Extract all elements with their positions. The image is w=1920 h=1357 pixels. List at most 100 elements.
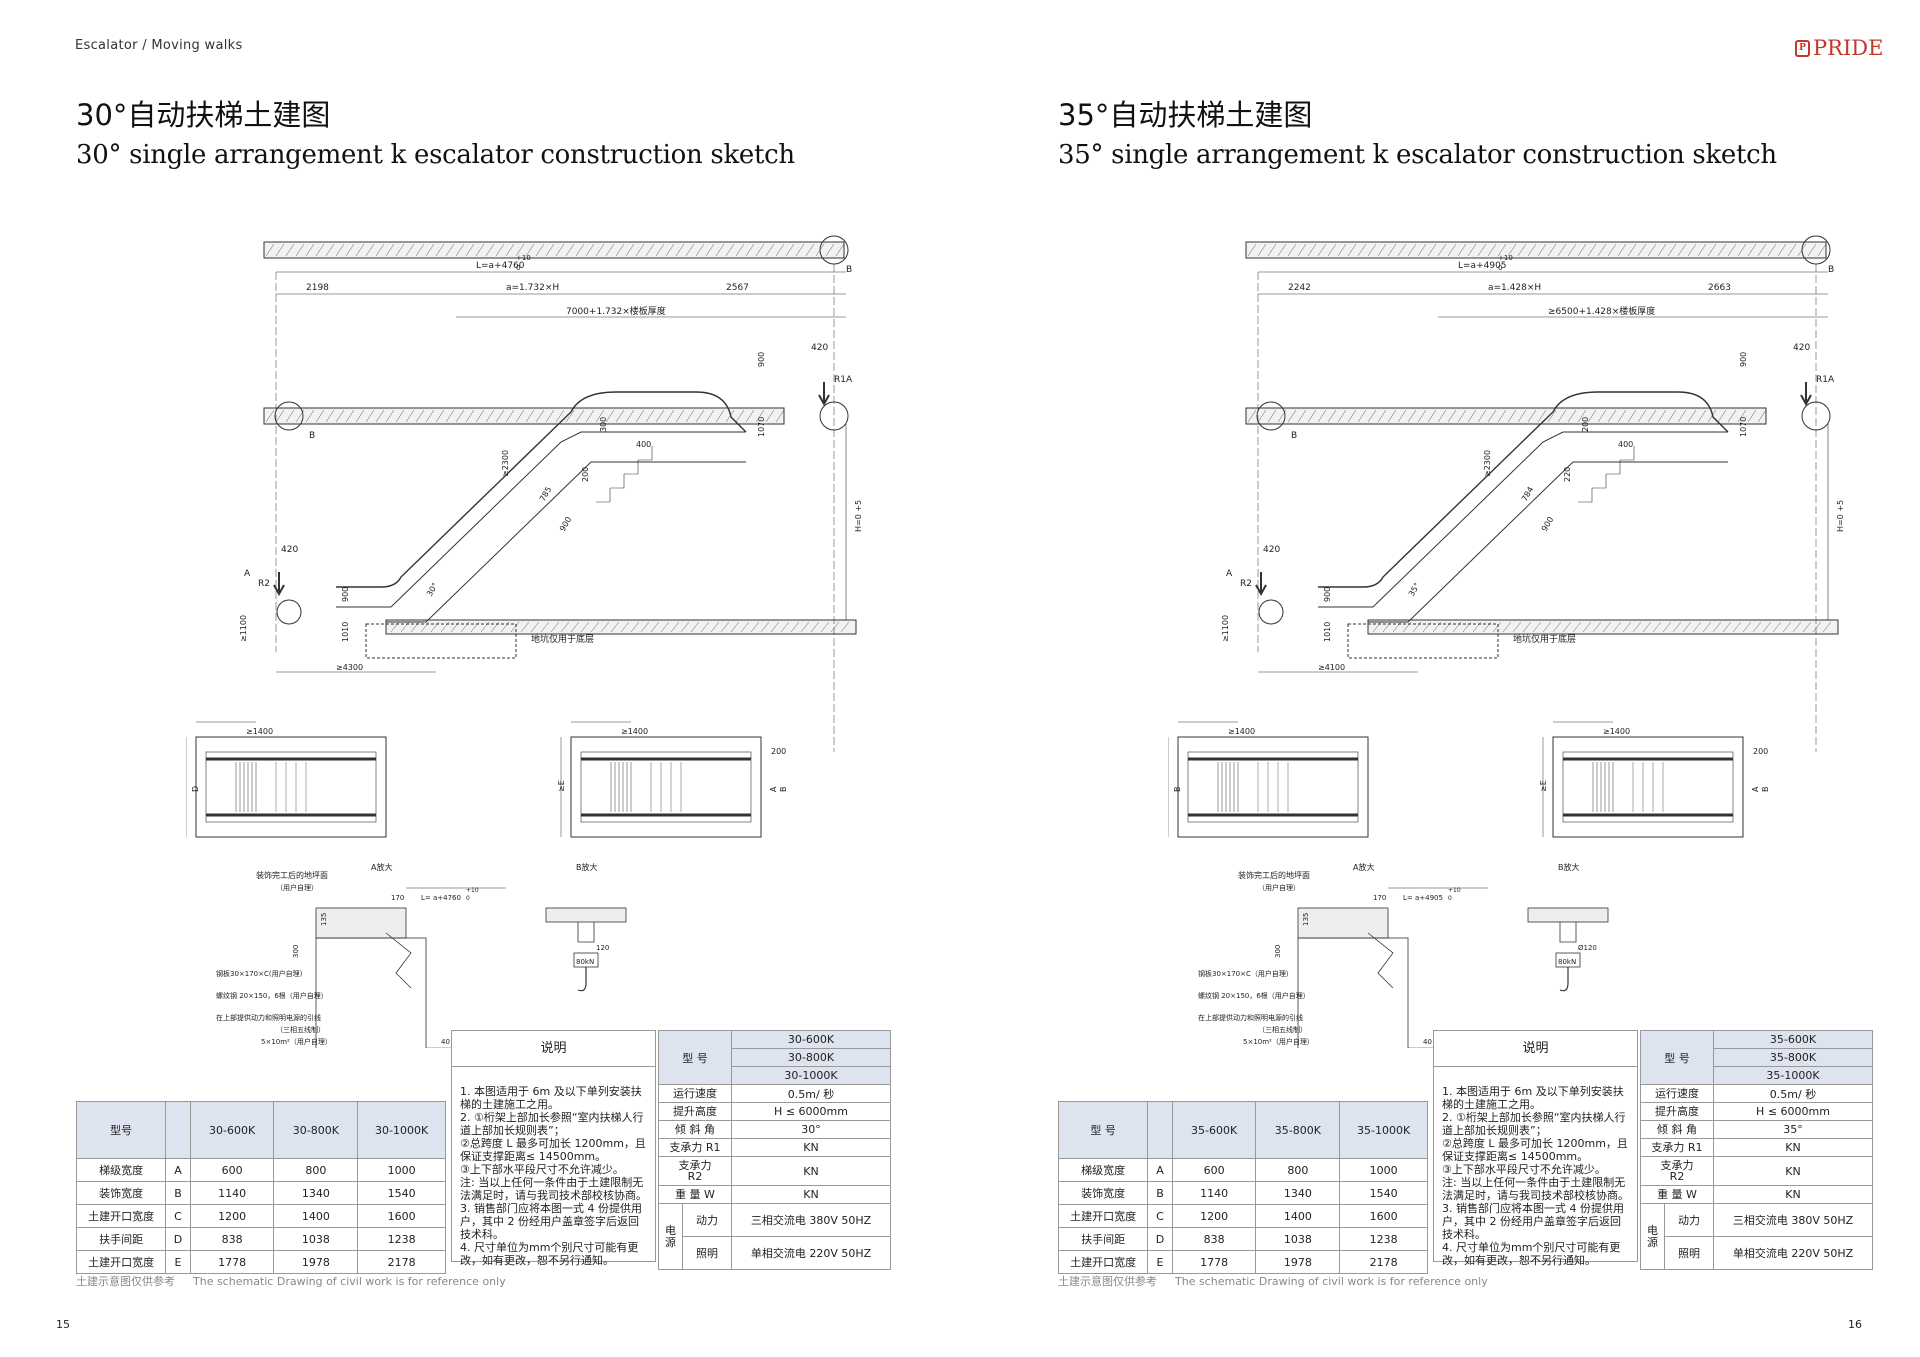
r2-load-arrow xyxy=(1255,572,1267,597)
spec-cell: 装饰宽度 xyxy=(75,1181,167,1205)
perf-power-value: 三相交流电 380V 50HZ xyxy=(1713,1203,1873,1237)
spec-header-cell xyxy=(165,1101,191,1159)
dim-plan-1400-left: ≥1400 xyxy=(1228,727,1255,736)
spec-header-cell: 型 号 xyxy=(1057,1101,1149,1159)
plan-view-bottom xyxy=(195,736,387,838)
detail-owner-note: （用户自理） xyxy=(1258,883,1300,892)
spec-cell: A xyxy=(165,1158,191,1182)
perf-label: 重 量 W xyxy=(658,1185,732,1204)
spec-cell: 2178 xyxy=(1339,1250,1428,1274)
spec-cell: 土建开口宽度 xyxy=(75,1204,167,1228)
dim-900-mid: 900 xyxy=(1540,515,1555,533)
perf-model: 35-800K xyxy=(1713,1048,1873,1067)
dim-a-formula: a=1.732×H xyxy=(506,283,559,293)
perf-value: 30° xyxy=(731,1120,891,1139)
detail-power-note3: 5×10m²（用户自理） xyxy=(1243,1037,1314,1046)
dim-left-length: 2198 xyxy=(306,283,329,293)
detail-steel-note: 钢板30×170×C（用户自理） xyxy=(1198,969,1293,978)
detail-tol-top: +10 xyxy=(1448,887,1461,894)
dim-tolerance-bottom: 0 xyxy=(1498,264,1502,272)
detail-a-marker-bottom xyxy=(276,599,302,625)
footer-note-en: The schematic Drawing of civil work is f… xyxy=(1175,1275,1488,1288)
detail-b-slab xyxy=(1527,907,1609,923)
spec-cell: 1038 xyxy=(273,1227,359,1251)
dim-300: 200 xyxy=(1581,417,1590,432)
plan-label-d: D xyxy=(191,786,200,792)
perf-label: 重 量 W xyxy=(1640,1185,1714,1204)
spec-cell: 扶手间距 xyxy=(1057,1227,1149,1251)
spec-cell: 1540 xyxy=(1339,1181,1428,1205)
perf-model: 35-1000K xyxy=(1713,1066,1873,1085)
perf-power-row: 照明单相交流电 220V 50HZ xyxy=(1641,1236,1873,1270)
spec-cell: 土建开口宽度 xyxy=(1057,1250,1149,1274)
detail-power-note2: （三相五线制） xyxy=(276,1025,325,1034)
spec-header-cell: 30-800K xyxy=(273,1101,359,1159)
dim-slab-note: ≥6500+1.428×楼板厚度 xyxy=(1548,305,1655,317)
r1-load-arrow xyxy=(1800,382,1812,407)
notes-text: 1. 本图适用于 6m 及以下单列安装扶梯的土建施工之用。 2. ①桁架上部加长… xyxy=(460,1085,647,1267)
perf-label: 支承力 R2 xyxy=(1640,1156,1714,1186)
footer-note-cn: 土建示意图仅供参考 xyxy=(76,1275,175,1288)
plan-label-a: A xyxy=(769,786,778,792)
detail-dim-170: 170 xyxy=(391,894,404,902)
detail-power-note: 在上部提供动力和照明电源的引线 xyxy=(216,1013,321,1022)
plan-label-c: ≥C xyxy=(186,779,188,792)
label-b-top: B xyxy=(1828,265,1834,275)
dim-200: 200 xyxy=(581,467,590,482)
perf-label: 倾 斜 角 xyxy=(658,1120,732,1139)
dim-plan-1400-right: ≥1400 xyxy=(621,727,648,736)
notes-text: 1. 本图适用于 6m 及以下单列安装扶梯的土建施工之用。 2. ①桁架上部加长… xyxy=(1442,1085,1629,1267)
plan-label-b: B xyxy=(1761,787,1770,793)
spec-cell: 1778 xyxy=(189,1250,275,1274)
spec-cell: 1600 xyxy=(1339,1204,1428,1228)
spec-cell: E xyxy=(165,1250,191,1274)
upper-floor-slab xyxy=(1245,407,1767,425)
detail-dim-300: 300 xyxy=(292,945,300,958)
perf-power-value: 单相交流电 220V 50HZ xyxy=(1713,1236,1873,1270)
page-number-right: 16 xyxy=(1848,1318,1862,1331)
spec-cell: 1978 xyxy=(273,1250,359,1274)
detail-a-slab xyxy=(1297,907,1389,939)
spec-cell: 土建开口宽度 xyxy=(1057,1204,1149,1228)
perf-value: 35° xyxy=(1713,1120,1873,1139)
perf-label: 运行速度 xyxy=(658,1084,732,1103)
page-number-left: 15 xyxy=(56,1318,70,1331)
spec-header-cell xyxy=(1147,1101,1173,1159)
perf-label: 倾 斜 角 xyxy=(1640,1120,1714,1139)
detail-l-note: L= a+4905 xyxy=(1403,894,1443,902)
label-a-top: A xyxy=(846,375,853,385)
dim-angle: 35° xyxy=(1407,581,1422,598)
perf-power-value: 三相交流电 380V 50HZ xyxy=(731,1203,891,1237)
detail-b-title: B放大 xyxy=(576,862,598,872)
dim-1100: ≥1100 xyxy=(1221,615,1230,642)
spec-cell: 1000 xyxy=(1339,1158,1428,1182)
detail-b-marker-left xyxy=(274,401,304,431)
plan-label-c: ≥C xyxy=(1168,779,1170,792)
spec-cell: B xyxy=(1147,1181,1173,1205)
plan-view-bottom xyxy=(1177,736,1369,838)
detail-tol-bottom: 0 xyxy=(1448,895,1452,902)
spec-cell: E xyxy=(1147,1250,1173,1274)
dim-total-length: L=a+4760 xyxy=(476,261,525,271)
perf-model: 30-800K xyxy=(731,1048,891,1067)
label-b-left: B xyxy=(1291,431,1297,441)
spec-cell: 1778 xyxy=(1171,1250,1257,1274)
label-a-top: A xyxy=(1828,375,1835,385)
perf-value: H ≤ 6000mm xyxy=(1713,1102,1873,1121)
handrail-profile xyxy=(336,391,747,588)
plan-label-d: B xyxy=(1173,787,1182,793)
spec-cell: 1000 xyxy=(357,1158,446,1182)
